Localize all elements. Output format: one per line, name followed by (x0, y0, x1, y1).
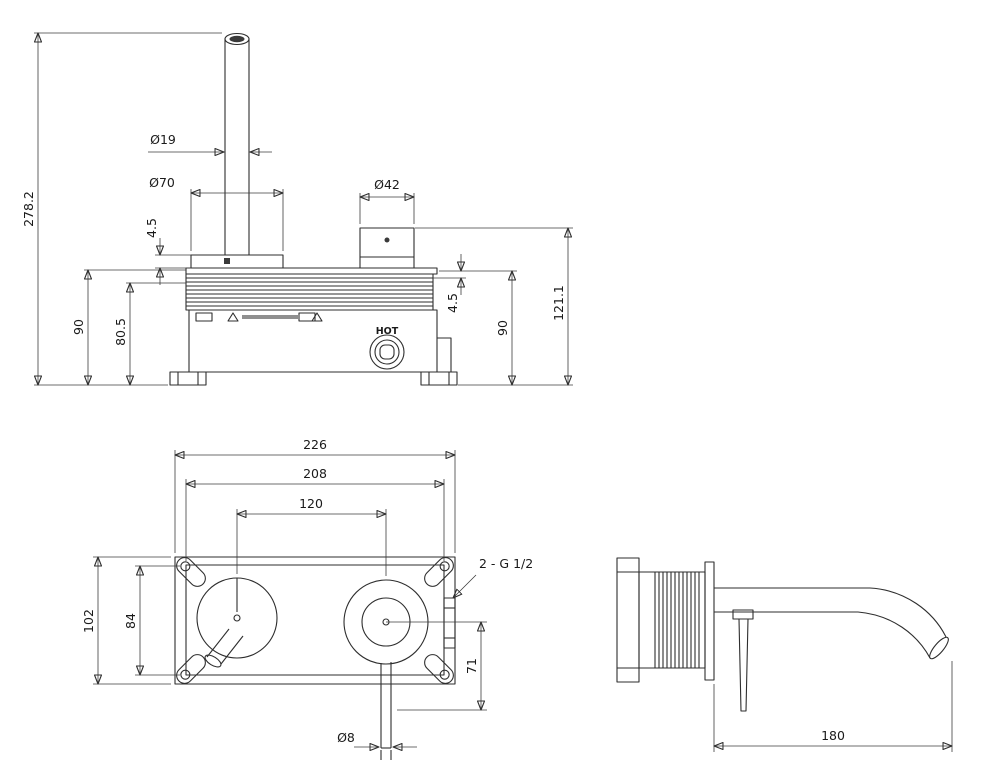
plan-view: 226 208 120 102 84 71 (81, 437, 533, 760)
spout-pipe (224, 32, 250, 264)
dim-right-plate-thickness: 4.5 (445, 293, 460, 313)
mounting-feet (169, 371, 458, 386)
lever-plan (380, 662, 392, 760)
mounting-ear (424, 654, 454, 684)
dim-mounting-hole-spacing: 84 (123, 613, 138, 629)
valve-body (185, 267, 452, 373)
dim-spout-diameter: Ø19 (150, 132, 176, 147)
dim-inner-width: 208 (303, 466, 327, 481)
mounting-ear (424, 557, 454, 587)
dim-valve-center-distance: 120 (299, 496, 323, 511)
hot-indicator: HOT (369, 326, 405, 370)
front-elevation-view: HOT 278.2 90 80 (21, 32, 573, 386)
handle-knob (359, 227, 415, 269)
escutcheon-flange (190, 254, 284, 269)
dim-left-body-height: 90 (71, 319, 86, 335)
g-half-connection-stub (443, 597, 456, 649)
dim-handle-diameter: Ø42 (374, 177, 400, 192)
cartridge-circle (343, 579, 429, 760)
warning-triangle-icon (227, 312, 239, 322)
dim-cartridge-depth: 80.5 (113, 318, 128, 346)
dim-spout-reach: 180 (821, 728, 845, 743)
side-housing (616, 557, 715, 683)
spout-outlet-circle (196, 577, 278, 668)
side-view: 180 (616, 557, 952, 752)
dim-lever-diameter: Ø8 (337, 730, 355, 745)
warning-triangle-icon (311, 312, 323, 322)
dim-right-body-height: 90 (495, 320, 510, 336)
connection-callout: 2 - G 1/2 (479, 556, 533, 571)
plan-dimensions: 226 208 120 102 84 71 (81, 437, 533, 747)
hot-label: HOT (376, 326, 399, 337)
dim-handle-height: 121.1 (551, 285, 566, 321)
side-lever (732, 609, 754, 712)
front-dimensions: 278.2 90 80.5 4.5 Ø19 Ø70 (21, 33, 573, 385)
mounting-ear (176, 654, 206, 684)
mounting-ear (176, 557, 206, 587)
dim-overall-depth: 102 (81, 609, 96, 633)
dim-overall-height: 278.2 (21, 191, 36, 227)
dim-lever-offset: 71 (464, 658, 479, 674)
side-clip (437, 337, 452, 372)
dim-flange-thickness: 4.5 (144, 218, 159, 238)
side-spout (714, 587, 949, 660)
dim-escutcheon-diameter: Ø70 (149, 175, 175, 190)
rough-in-body (174, 556, 456, 685)
dim-overall-width: 226 (303, 437, 327, 452)
side-dimensions: 180 (714, 661, 952, 752)
fine-print-strip (242, 315, 300, 319)
